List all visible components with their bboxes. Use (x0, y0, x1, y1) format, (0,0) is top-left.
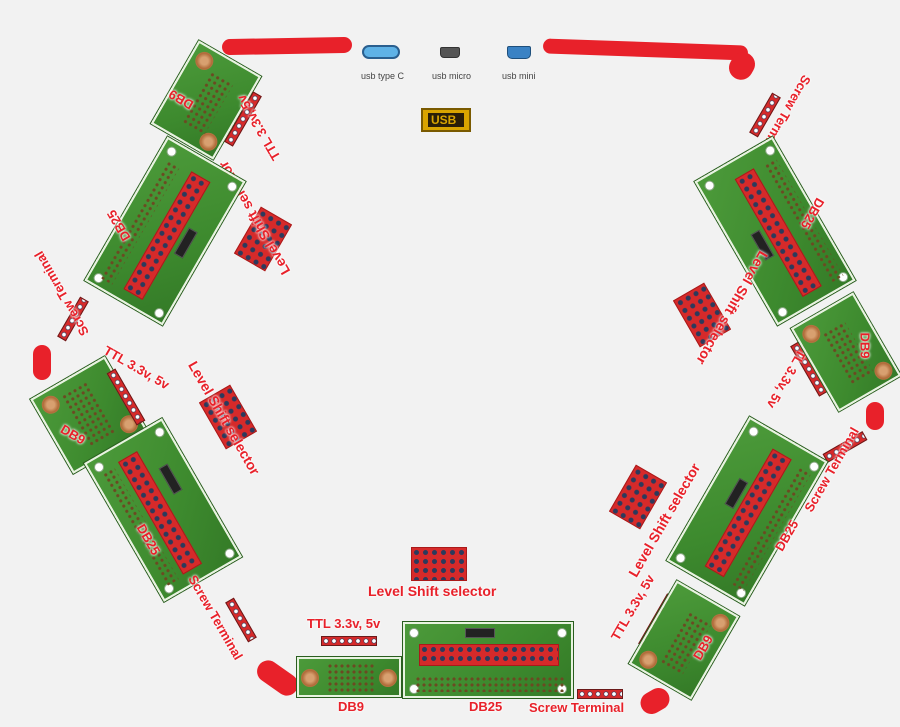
mount-hole (164, 144, 179, 159)
mount-pad (871, 358, 896, 384)
db9-board (297, 657, 401, 697)
usb-logo-plate: USB (428, 113, 464, 127)
level-shift-label: Level Shift selector (185, 358, 264, 478)
usb-micro-icon (440, 47, 460, 58)
db25-header (419, 644, 559, 666)
transceiver-chip (158, 463, 183, 495)
mount-hole (557, 628, 567, 638)
mount-pad (636, 647, 661, 673)
mount-pad (799, 321, 824, 347)
screw-terminal-label: Screw Terminal (31, 248, 92, 339)
red-marker-stroke (33, 345, 51, 380)
red-marker-stroke (542, 38, 749, 61)
db25-board (403, 622, 573, 698)
usb-mini-icon (507, 46, 531, 59)
level-shift-label: Level Shift selector (368, 583, 497, 599)
mount-pad (379, 669, 397, 687)
db25-board (694, 136, 856, 326)
db25-board (666, 416, 828, 606)
level-shift-jumper-block (411, 547, 467, 581)
screw-terminal-strip (577, 689, 623, 699)
red-marker-stroke (252, 656, 303, 700)
mount-hole (746, 424, 761, 439)
mount-hole (222, 546, 237, 561)
usb-logo: USB (421, 108, 471, 132)
mount-hole (673, 551, 688, 565)
screw-terminal-label: Screw Terminal (529, 700, 625, 715)
mount-hole (225, 179, 240, 194)
usb-logo-text: USB (431, 113, 457, 127)
mount-hole (152, 306, 167, 320)
db9-pin-row (327, 663, 375, 693)
db9-label: DB9 (857, 332, 873, 359)
mount-hole (775, 305, 790, 319)
red-marker-stroke (866, 402, 884, 430)
ttl-label: TTL 3.3v, 5v (307, 616, 381, 631)
usb-type-c-icon (362, 45, 400, 59)
db9-label: DB9 (338, 699, 365, 714)
usb-type-c-caption: usb type C (361, 71, 405, 81)
mount-pad (301, 669, 319, 687)
red-marker-stroke (221, 36, 353, 56)
db9-board (790, 292, 900, 412)
red-marker-stroke (636, 683, 674, 719)
mount-pad (38, 392, 64, 418)
mount-hole (763, 143, 778, 158)
mount-hole (409, 628, 419, 638)
mount-hole (152, 425, 167, 440)
transceiver-chip (465, 628, 495, 638)
mount-pad (192, 48, 217, 74)
usb-micro-caption: usb micro (432, 71, 472, 81)
usb-mini-caption: usb mini (502, 71, 536, 81)
db25-edge-pins (415, 676, 565, 692)
mount-hole (702, 178, 717, 193)
db25-label: DB25 (469, 699, 503, 714)
ttl-pin-strip (321, 636, 377, 646)
